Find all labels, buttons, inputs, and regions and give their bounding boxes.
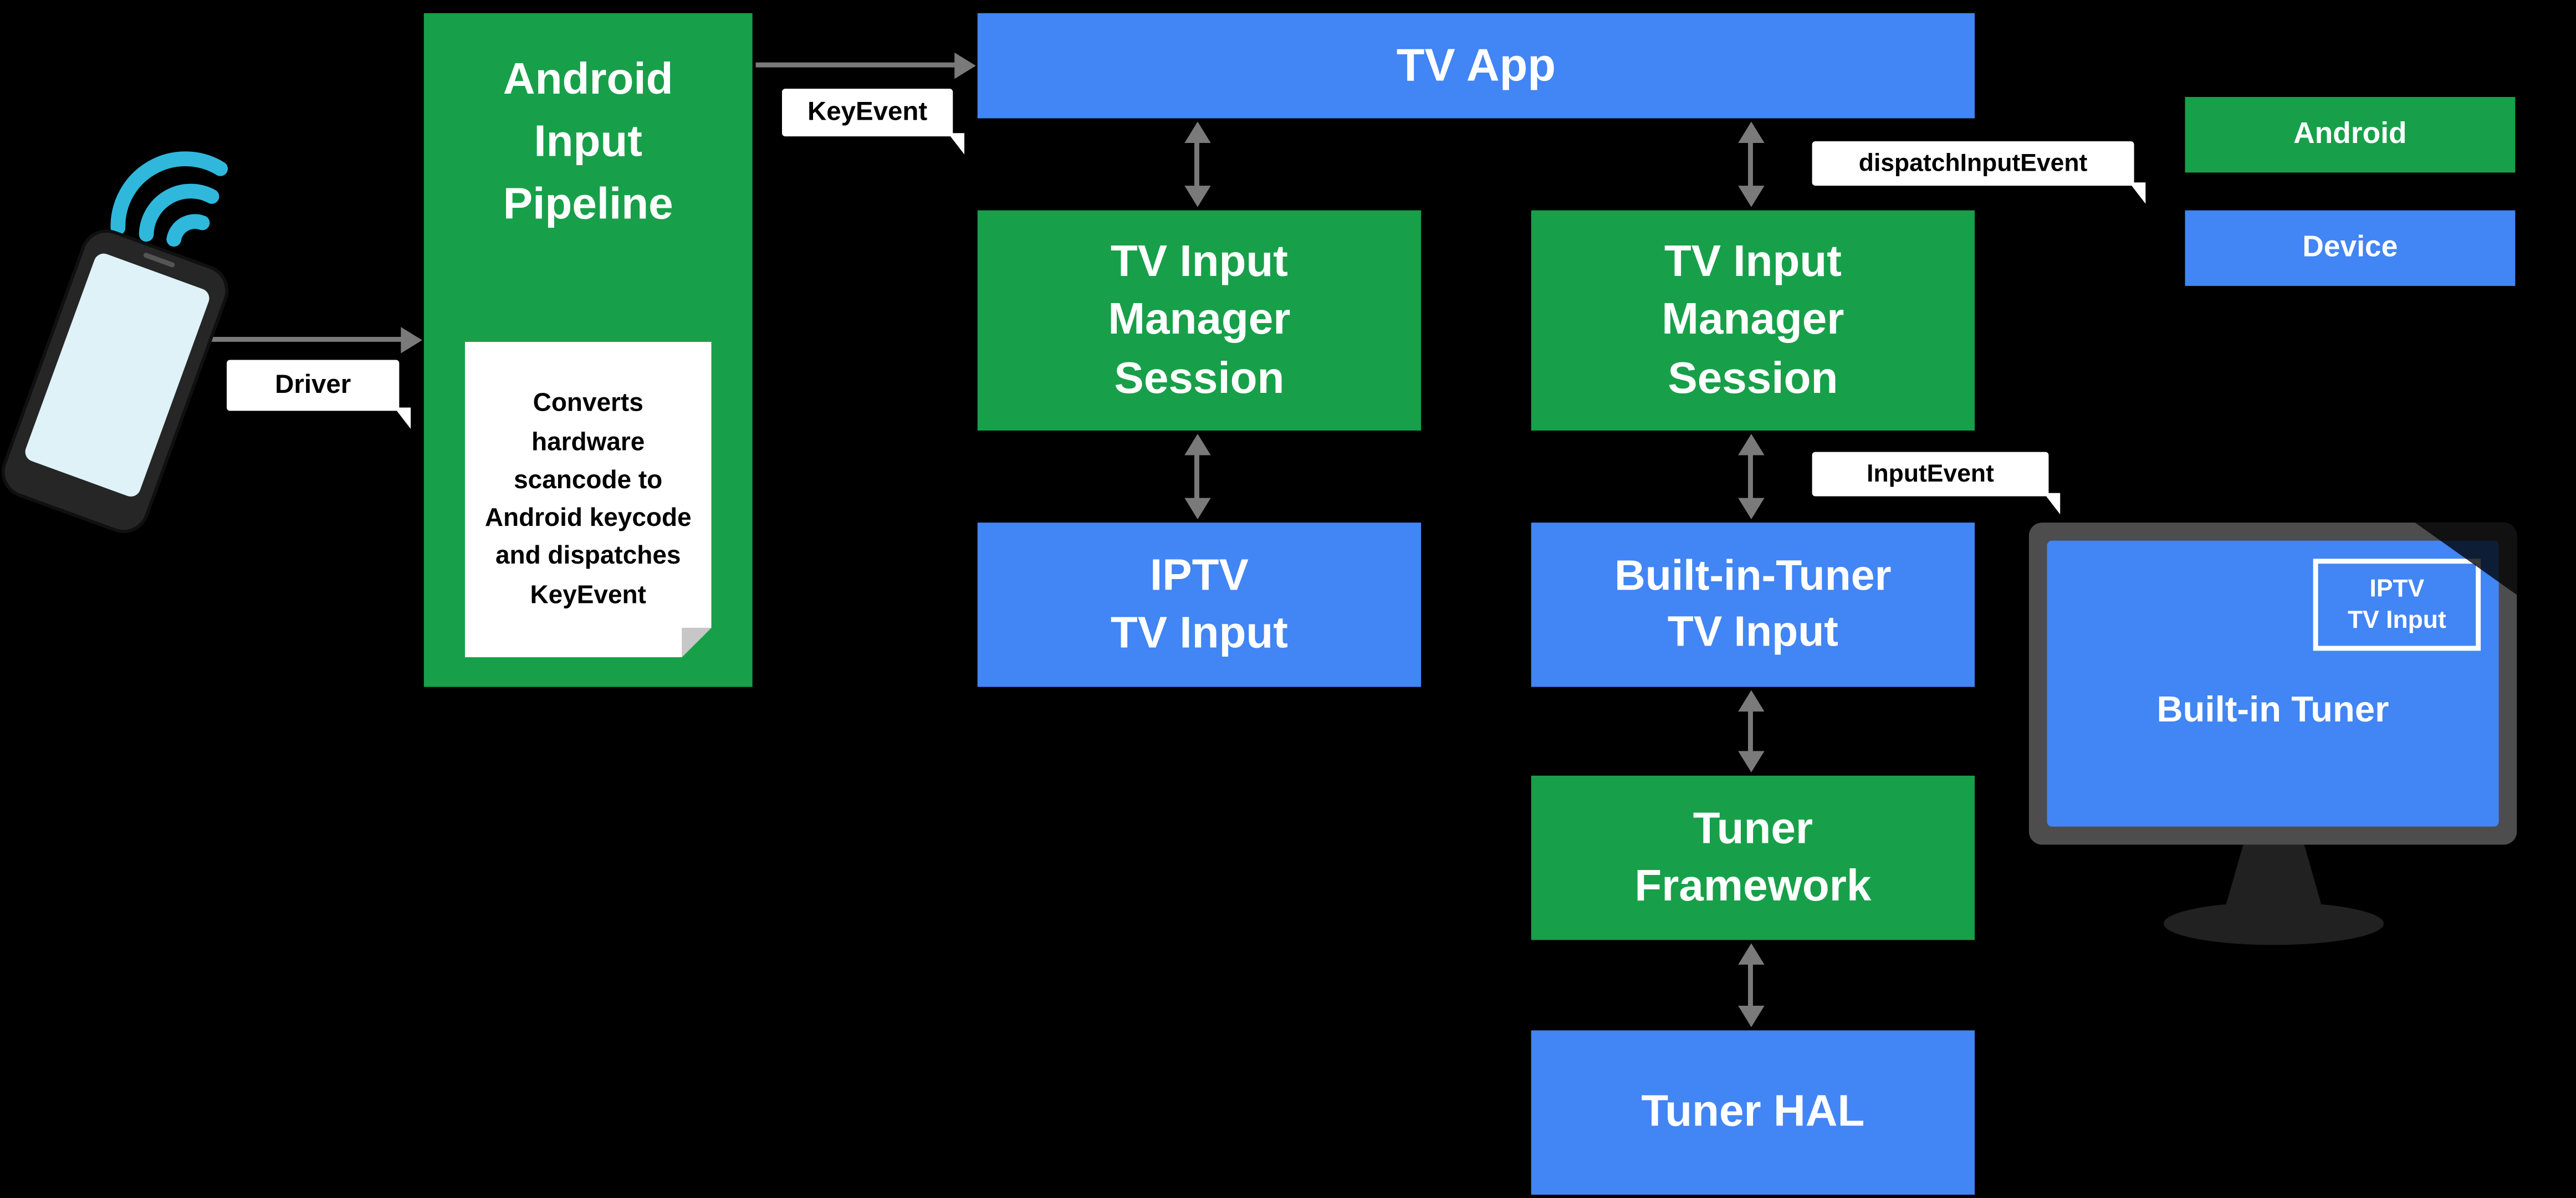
built-in-tuner-tv-input-box: Built-in-Tuner TV Input <box>1531 523 1975 687</box>
wifi-icon <box>110 151 228 247</box>
tv-illustration: IPTV TV Input Built-in Tuner <box>2028 523 2517 845</box>
tv-app-box: TV App <box>977 13 1975 119</box>
arrow-tims-right-builtin <box>1747 453 1753 500</box>
iptv-input-badge: IPTV TV Input <box>2313 559 2481 651</box>
arrow-tvapp-tims-right <box>1747 141 1753 188</box>
tv-input-manager-session-left-box: TV Input Manager Session <box>977 210 1422 431</box>
tv-stand-neck <box>2224 841 2323 911</box>
legend-android: Android <box>2185 96 2516 173</box>
input-event-label: InputEvent <box>1812 452 2061 515</box>
pipeline-note: Converts hardware scancode to Android ke… <box>465 342 712 657</box>
dispatch-input-event-label: dispatchInputEvent <box>1812 141 2146 204</box>
tv-stand-base <box>2163 902 2384 945</box>
keyevent-label: KeyEvent <box>781 89 965 155</box>
remote-screen <box>25 253 209 497</box>
tv-input-manager-session-right-box: TV Input Manager Session <box>1531 210 1975 431</box>
tv-corner-shadow <box>2415 523 2517 595</box>
arrow-tvapp-tims-left <box>1194 141 1199 188</box>
arrow-builtin-tunerframework <box>1747 710 1753 753</box>
driver-label: Driver <box>227 360 411 429</box>
remote-control-illustration <box>1 151 229 534</box>
android-input-pipeline-box: Android Input Pipeline Converts hardware… <box>423 13 753 687</box>
keyevent-arrow <box>755 62 957 68</box>
built-in-tuner-label: Built-in Tuner <box>2156 688 2389 730</box>
iptv-tv-input-box: IPTV TV Input <box>977 523 1422 687</box>
tuner-hal-box: Tuner HAL <box>1531 1030 1975 1195</box>
android-input-pipeline-title: Android Input Pipeline <box>503 54 673 228</box>
remote-speaker <box>143 253 175 268</box>
legend-device: Device <box>2185 210 2516 286</box>
tuner-framework-box: Tuner Framework <box>1531 775 1975 940</box>
arrow-tunerframework-tunerhal <box>1747 963 1753 1007</box>
arrow-tims-left-iptv <box>1194 453 1199 500</box>
driver-arrow <box>193 336 403 342</box>
